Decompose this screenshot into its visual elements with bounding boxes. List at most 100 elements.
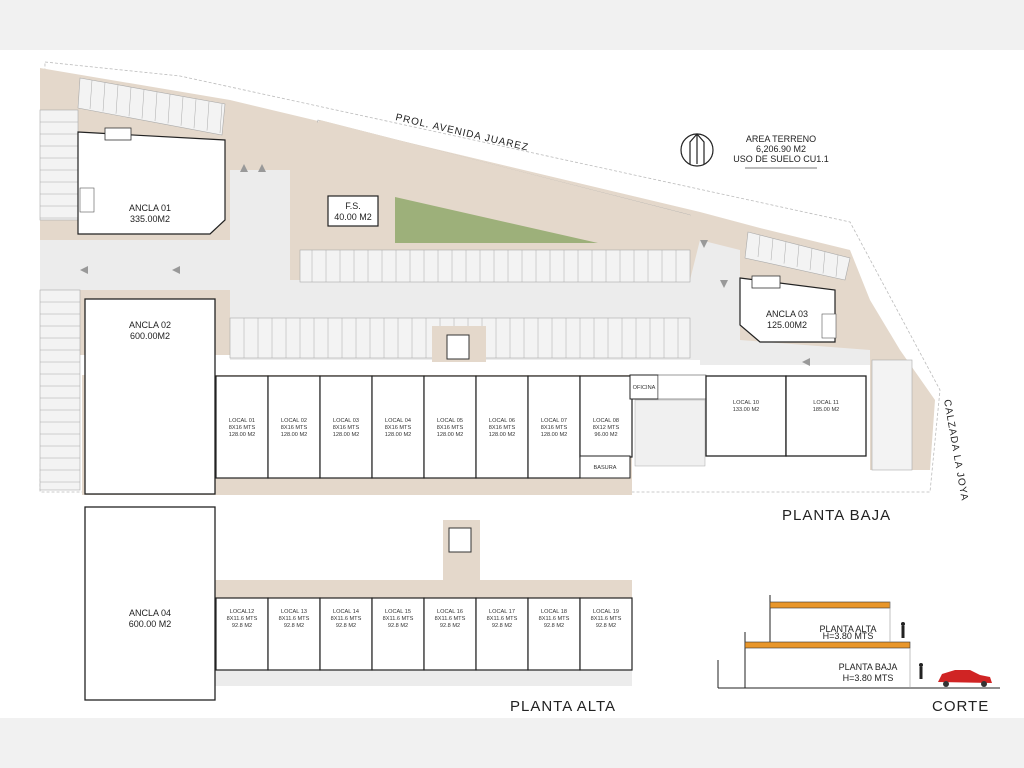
upper-local-dims: 8X11.6 MTS <box>435 616 466 622</box>
local-11-area: 185.00 M2 <box>813 407 839 413</box>
ground-local <box>423 375 477 479</box>
anchor-04-name: ANCLA 04 <box>129 608 171 618</box>
upper-local-dims: 8X11.6 MTS <box>539 616 570 622</box>
upper-local-dims: 8X11.6 MTS <box>227 616 258 622</box>
fs-kiosk <box>327 195 379 227</box>
fs-area: 40.00 M2 <box>334 212 372 222</box>
ground-local-area: 128.00 M2 <box>489 432 515 438</box>
ground-local-dims: 8X12 MTS <box>593 425 620 431</box>
ground-local-area: 128.00 M2 <box>333 432 359 438</box>
upper-local-dims: 8X11.6 MTS <box>279 616 310 622</box>
green-area <box>395 197 598 243</box>
anchor-03-entry <box>751 275 781 289</box>
ground-local-area: 128.00 M2 <box>385 432 411 438</box>
fs-name: F.S. <box>345 201 361 211</box>
anchor-03-restroom <box>821 313 837 339</box>
ground-local-dims: 8X16 MTS <box>333 425 360 431</box>
area-title: AREA TERRENO <box>746 134 816 144</box>
ground-local-name: LOCAL 02 <box>281 418 307 424</box>
lot-boundary <box>39 61 941 493</box>
upper-stair-core <box>448 527 472 553</box>
anchor-03 <box>739 277 836 343</box>
upper-local-area: 92.8 M2 <box>284 623 304 629</box>
drive-lane-north <box>230 170 290 290</box>
ground-local <box>527 375 581 479</box>
basura-label: BASURA <box>593 465 616 471</box>
anchor-03-area: 125.00M2 <box>767 320 807 330</box>
anchor-01-area: 335.00M2 <box>130 214 170 224</box>
ground-local-dims: 8X16 MTS <box>489 425 516 431</box>
corte-title: CORTE <box>932 698 989 715</box>
upper-local-area: 92.8 M2 <box>232 623 252 629</box>
upper-local-name: LOCAL 16 <box>437 609 463 615</box>
upper-local <box>475 597 529 671</box>
building-section <box>717 595 1000 689</box>
section-baja-height: H=3.80 MTS <box>843 673 894 683</box>
fine-print-line <box>745 167 817 169</box>
upper-local-dims: 8X11.6 MTS <box>331 616 362 622</box>
section-baja-label: PLANTA BAJA <box>839 662 898 672</box>
upper-local-name: LOCAL 13 <box>281 609 307 615</box>
upper-floor-terrace <box>215 670 632 686</box>
anchor-03-name: ANCLA 03 <box>766 309 808 319</box>
basura-room <box>579 455 631 479</box>
parking-row-middle <box>299 249 691 283</box>
ground-local-name: LOCAL 07 <box>541 418 567 424</box>
ground-local <box>215 375 269 479</box>
upper-local-area: 92.8 M2 <box>388 623 408 629</box>
section-alta-label: PLANTA ALTA <box>819 624 876 634</box>
ground-local <box>371 375 425 479</box>
ground-local <box>267 375 321 479</box>
upper-local-name: LOCAL 18 <box>541 609 567 615</box>
ground-local <box>579 375 633 458</box>
anchor-04 <box>84 506 216 701</box>
oficina-room <box>629 374 659 400</box>
ground-local-area: 128.00 M2 <box>437 432 463 438</box>
ground-local-name: LOCAL 01 <box>229 418 255 424</box>
anchor-01-restroom <box>79 187 95 213</box>
land-use: USO DE SUELO CU1.1 <box>733 154 829 164</box>
oficina-label: OFICINA <box>633 385 656 391</box>
upper-local-area: 92.8 M2 <box>492 623 512 629</box>
roof-slab <box>769 601 891 609</box>
upper-local-name: LOCAL 14 <box>333 609 359 615</box>
stair-core <box>446 334 470 360</box>
anchor-01-entry <box>104 127 132 141</box>
upper-local-dims: 8X11.6 MTS <box>487 616 518 622</box>
upper-local <box>267 597 321 671</box>
upper-local <box>527 597 581 671</box>
ground-local-dims: 8X16 MTS <box>281 425 308 431</box>
upper-local-name: LOCAL 17 <box>489 609 515 615</box>
parking-column-west <box>39 289 81 491</box>
upper-local-name: LOCAL12 <box>230 609 255 615</box>
upper-local-name: LOCAL 19 <box>593 609 619 615</box>
car-icon <box>938 670 992 687</box>
ground-local-name: LOCAL 08 <box>593 418 619 424</box>
anchor-04-area: 600.00 M2 <box>129 619 172 629</box>
stall-lines-west <box>40 121 80 483</box>
upper-local-dims: 8X11.6 MTS <box>591 616 622 622</box>
ground-local-area: 128.00 M2 <box>229 432 255 438</box>
upper-local-area: 92.8 M2 <box>440 623 460 629</box>
local-10 <box>705 375 787 457</box>
ground-local-dims: 8X16 MTS <box>437 425 464 431</box>
ground-local-area: 128.00 M2 <box>281 432 307 438</box>
ground-local-dims: 8X16 MTS <box>385 425 412 431</box>
anchor-01 <box>77 131 226 235</box>
planta-alta-title: PLANTA ALTA <box>510 698 616 715</box>
local-11 <box>785 375 867 457</box>
north-arrow-icon <box>680 133 714 167</box>
ground-local-area: 128.00 M2 <box>541 432 567 438</box>
upper-local <box>423 597 477 671</box>
traffic-arrows <box>80 164 810 366</box>
first-floor-slab <box>744 641 911 649</box>
anchor-02 <box>84 298 216 495</box>
upper-local-area: 92.8 M2 <box>596 623 616 629</box>
local-10-area: 133.00 M2 <box>733 407 759 413</box>
parking-column-northwest <box>39 109 79 221</box>
anchor-01-name: ANCLA 01 <box>129 203 171 213</box>
planta-baja-title: PLANTA BAJA <box>782 507 891 524</box>
upper-local-area: 92.8 M2 <box>544 623 564 629</box>
